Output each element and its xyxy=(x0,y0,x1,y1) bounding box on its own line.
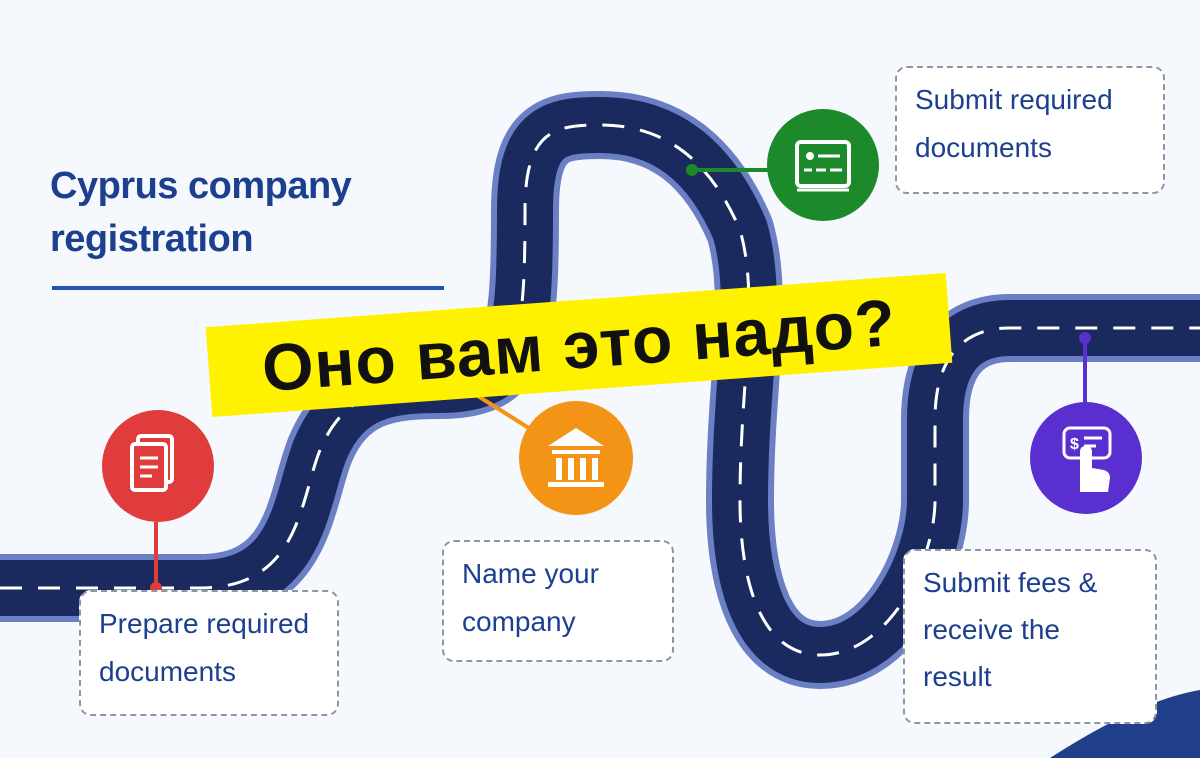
svg-text:$: $ xyxy=(1070,436,1079,453)
title-line-2: registration xyxy=(50,218,254,261)
payment-hand-icon: $ xyxy=(1030,402,1142,514)
step-box-name-company: Name your company xyxy=(442,540,674,662)
step-label: Submit fees & receive the result xyxy=(923,567,1098,693)
step-label: Submit required documents xyxy=(915,84,1113,164)
page-title: Cyprus company registration xyxy=(50,160,450,266)
step-label: Name your company xyxy=(462,558,599,638)
title-underline xyxy=(52,286,444,290)
bank-building-icon xyxy=(519,401,633,515)
step-label: Prepare required documents xyxy=(99,608,310,688)
title-line-1: Cyprus company xyxy=(50,165,352,207)
step-box-prepare-documents: Prepare required documents xyxy=(79,590,339,716)
id-card-icon xyxy=(767,109,879,221)
document-icon xyxy=(102,410,214,522)
corner-decoration xyxy=(1050,690,1200,758)
step-box-submit-fees: Submit fees & receive the result xyxy=(903,549,1157,724)
step-box-submit-documents: Submit required documents xyxy=(895,66,1165,194)
